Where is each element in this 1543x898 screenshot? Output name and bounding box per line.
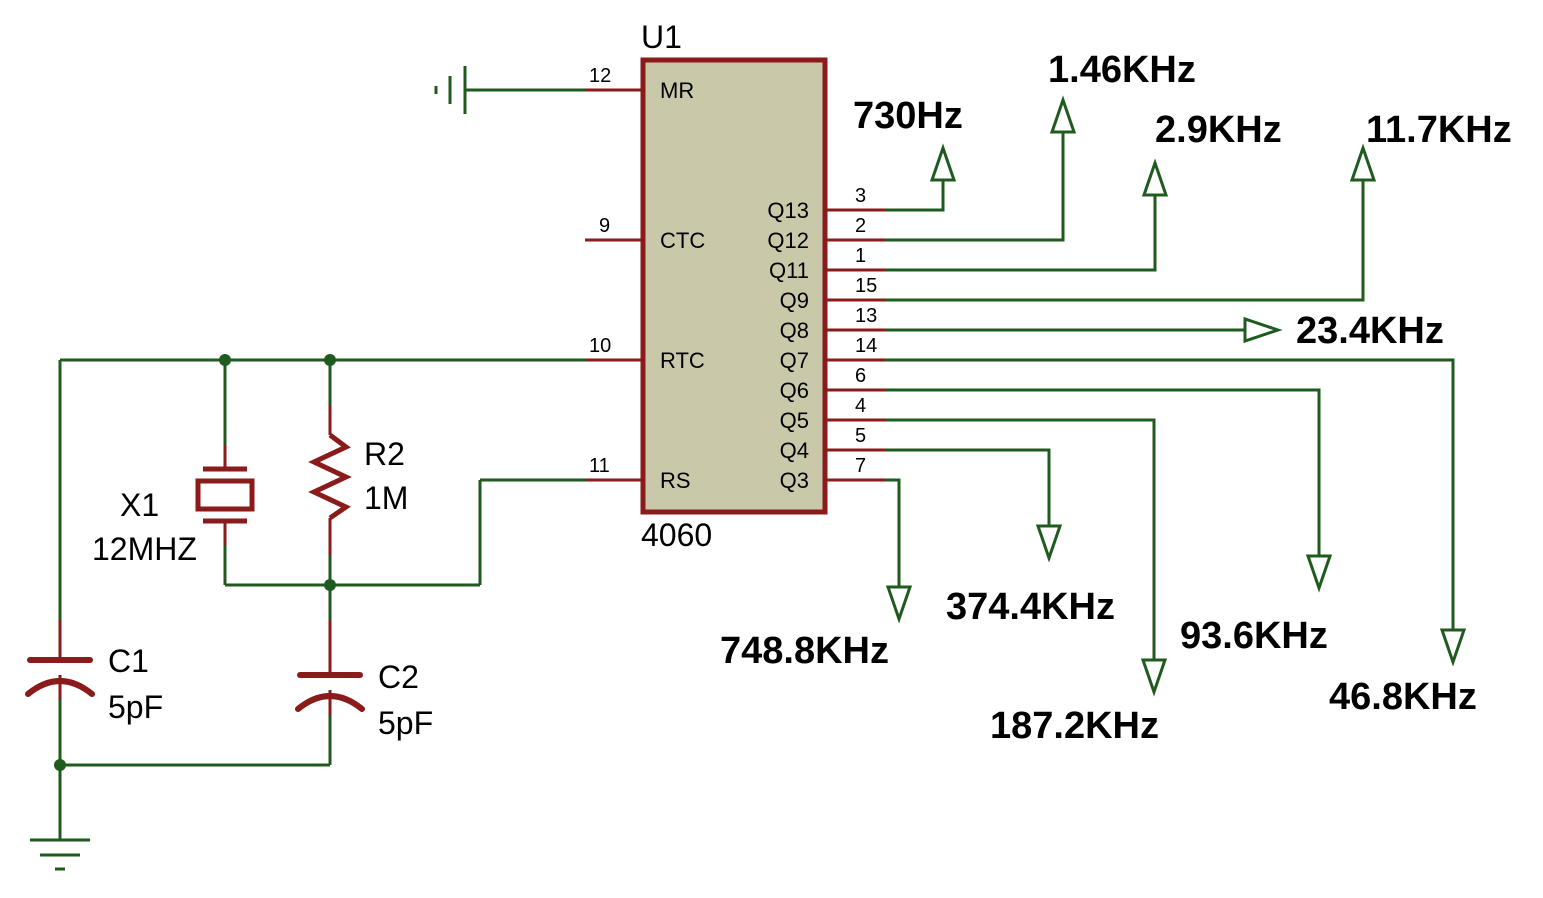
freq-label-q11: 2.9KHz [1155, 109, 1282, 151]
pin-number-q4: 5 [855, 425, 866, 447]
pin-number-q6: 6 [855, 365, 866, 387]
pin-number-mr: 12 [589, 65, 611, 87]
resistor-r2: R2 1M [308, 405, 408, 555]
ic-body [640, 57, 828, 515]
pin-number-q3: 7 [855, 455, 866, 477]
freq-label-q13: 730Hz [853, 95, 963, 137]
pin-name-q4: Q4 [780, 438, 809, 463]
oscillator-network: X1 12MHZ R2 1M C1 5pF C2 5pF [25, 354, 585, 871]
pin-name-q13: Q13 [767, 198, 809, 223]
freq-label-q8: 23.4KHz [1296, 310, 1444, 352]
resistor-ref-label: R2 [364, 436, 405, 472]
output-nets: 730Hz 1.46KHz 2.9KHz 11.7KHz 23.4KHz 46.… [720, 49, 1512, 747]
arrow-q12 [1049, 95, 1077, 134]
pin-number-q8: 13 [855, 305, 877, 327]
pin-name-q5: Q5 [780, 408, 809, 433]
ic-part-label: 4060 [641, 517, 712, 553]
ground-symbol-bottom [30, 838, 90, 871]
arrow-q9 [1349, 143, 1377, 182]
ic-4060: U1 4060 12 9 10 11 MR CTC RTC RS Q13 Q12… [585, 19, 885, 553]
c1-ref-label: C1 [108, 643, 149, 679]
capacitor-c1: C1 5pF [25, 620, 163, 725]
freq-label-q7: 46.8KHz [1329, 676, 1477, 718]
pin-number-q9: 15 [855, 275, 877, 297]
arrow-q5 [1140, 658, 1168, 697]
pin-number-q5: 4 [855, 395, 866, 417]
pin-name-mr: MR [660, 78, 694, 103]
c2-value-label: 5pF [378, 705, 433, 741]
pin-name-q9: Q9 [780, 288, 809, 313]
pin-number-q11: 1 [855, 245, 866, 267]
crystal-x1: X1 12MHZ [92, 445, 255, 567]
resistor-value-label: 1M [364, 480, 408, 516]
arrow-q8 [1243, 316, 1283, 344]
ic-ref-label: U1 [641, 19, 682, 55]
pin-number-ctc: 9 [599, 215, 610, 237]
pin-number-rs: 11 [589, 455, 610, 477]
freq-label-q5: 187.2KHz [990, 705, 1159, 747]
pin-name-q3: Q3 [780, 468, 809, 493]
pin-number-q7: 14 [855, 335, 877, 357]
pin-number-rtc: 10 [589, 335, 611, 357]
pin-name-q8: Q8 [780, 318, 809, 343]
freq-label-q6: 93.6KHz [1180, 615, 1328, 657]
arrow-q4 [1035, 524, 1063, 563]
mr-ground [434, 66, 585, 114]
crystal-ref-label: X1 [120, 487, 159, 523]
pin-name-q6: Q6 [780, 378, 809, 403]
pin-name-q12: Q12 [767, 228, 809, 253]
pin-name-ctc: CTC [660, 228, 705, 253]
c2-ref-label: C2 [378, 659, 419, 695]
freq-label-q9: 11.7KHz [1366, 109, 1512, 151]
freq-label-q3: 748.8KHz [720, 630, 889, 672]
pin-number-q12: 2 [855, 215, 866, 237]
arrow-q6 [1305, 554, 1333, 593]
crystal-value-label: 12MHZ [92, 531, 197, 567]
pin-number-q13: 3 [855, 185, 866, 207]
pin-name-q7: Q7 [780, 348, 809, 373]
capacitor-c2: C2 5pF [295, 620, 433, 741]
pin-name-rs: RS [660, 468, 691, 493]
arrow-q3 [885, 585, 913, 624]
arrow-q13 [929, 143, 957, 182]
c1-value-label: 5pF [108, 689, 163, 725]
pin-name-q11: Q11 [769, 258, 809, 283]
arrow-q7 [1439, 628, 1467, 667]
pin-name-rtc: RTC [660, 348, 705, 373]
freq-label-q4: 374.4KHz [946, 586, 1115, 628]
freq-label-q12: 1.46KHz [1048, 49, 1196, 91]
arrow-q11 [1141, 158, 1169, 197]
